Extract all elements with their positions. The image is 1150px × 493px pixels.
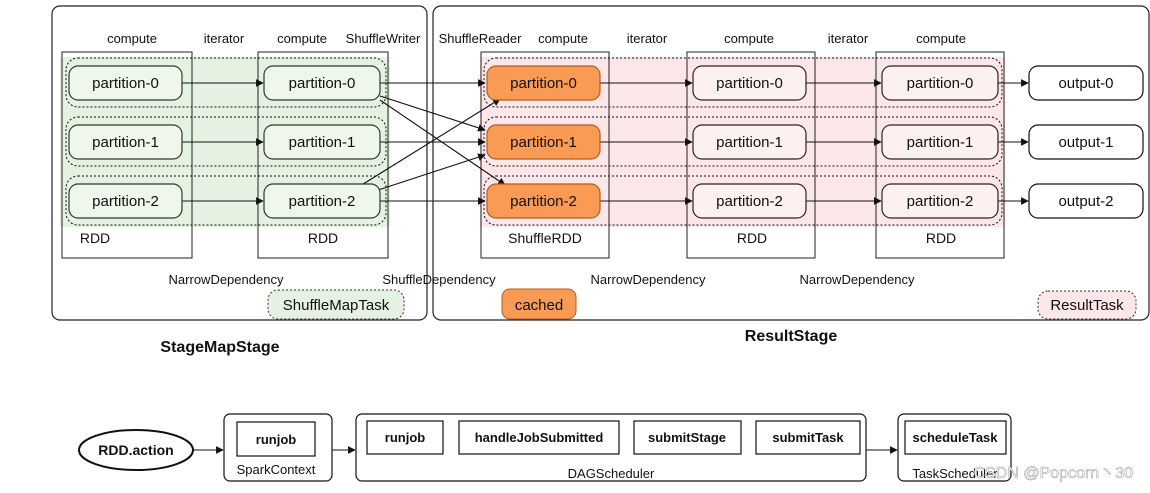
handle-job-submitted-label: handleJobSubmitted: [475, 430, 604, 445]
map-rdd2-partition-0-label: partition-0: [289, 75, 356, 92]
result-rdd3-box: [875, 51, 1005, 259]
result-task-label: ResultTask: [1050, 297, 1124, 314]
task-scheduler-label: TaskScheduler: [912, 466, 998, 481]
submit-stage-label: submitStage: [648, 430, 726, 445]
result-rdd2-partition-0-box: [692, 65, 807, 101]
output-partition-1-box: [1028, 124, 1144, 160]
spark-context-label: SparkContext: [237, 462, 316, 477]
shuffle-rdd-partition-1-label: partition-1: [510, 134, 577, 151]
result-iterator2-label: iterator: [828, 31, 869, 46]
output-partition-0-label: output-0: [1058, 75, 1113, 92]
shuffle-rdd-partition-2-box: [486, 183, 601, 219]
result-task-badge: [1037, 290, 1137, 320]
watermark: CSDN @Popcorn丶30: [974, 465, 1134, 482]
result-rdd2-partition-2-label: partition-2: [716, 193, 783, 210]
shuffle-dependency-label: ShuffleDependency: [382, 272, 496, 287]
result-rdd3-partition-2-box: [881, 183, 999, 219]
submit-task-label: submitTask: [772, 430, 844, 445]
result-rdd2-label: RDD: [737, 230, 767, 246]
map-rdd1-partition-1-box: [68, 124, 183, 160]
result-rdd2-partition-2-box: [692, 183, 807, 219]
result-rdd2-partition-1-label: partition-1: [716, 134, 783, 151]
shuffle-rdd-partition-0-label: partition-0: [510, 75, 577, 92]
submit-stage-box: [633, 420, 742, 455]
output-partition-1-label: output-1: [1058, 134, 1113, 151]
shuffle-reader-label: ShuffleReader: [439, 31, 523, 46]
result-rdd3-partition-0-label: partition-0: [907, 75, 974, 92]
map-narrow-dependency-label: NarrowDependency: [169, 272, 284, 287]
spark-context-runjob-label: runjob: [256, 432, 296, 447]
cached-badge: [501, 288, 577, 320]
map-rdd1-partition-2-box: [68, 183, 183, 219]
result-rdd3-compute-label: compute: [916, 31, 966, 46]
result-rdd3-partition-2-label: partition-2: [907, 193, 974, 210]
shuffle-rdd-compute-label: compute: [538, 31, 588, 46]
map-rdd1-label: RDD: [80, 230, 110, 246]
result-rdd3-partition-1-box: [881, 124, 999, 160]
result-rdd2-compute-label: compute: [724, 31, 774, 46]
map-rdd1-partition-2-label: partition-2: [92, 193, 159, 210]
result-narrow-dependency1-label: NarrowDependency: [591, 272, 706, 287]
result-rdd3-partition-1-label: partition-1: [907, 134, 974, 151]
output-partition-2-box: [1028, 183, 1144, 219]
cached-label: cached: [515, 297, 563, 314]
map-iterator-label: iterator: [204, 31, 245, 46]
map-arrows: [181, 79, 1029, 205]
map-stage-frame: [51, 5, 428, 321]
result-rdd3-partition-0-box: [881, 65, 999, 101]
result-stage-frame: [432, 5, 1150, 321]
schedule-task-label: scheduleTask: [912, 430, 998, 445]
schedule-task-box: [904, 420, 1007, 455]
shuffle-rdd-partition-2-label: partition-2: [510, 193, 577, 210]
result-iterator1-label: iterator: [627, 31, 668, 46]
map-rdd1-box: [61, 51, 193, 259]
shuffle-map-task-badge: [267, 289, 405, 320]
map-row-band-1: [65, 116, 387, 167]
handle-job-submitted-box: [458, 420, 620, 455]
result-rdd2-partition-0-label: partition-0: [716, 75, 783, 92]
spark-context-runjob-box: [236, 421, 316, 457]
output-partition-2-label: output-2: [1058, 193, 1113, 210]
map-rdd1-partition-0-label: partition-0: [92, 75, 159, 92]
shuffle-rdd-partition-1-box: [486, 124, 601, 160]
submit-task-box: [755, 420, 861, 455]
map-stage-title: StageMapStage: [160, 339, 279, 356]
map-rdd2-partition-2-box: [263, 183, 381, 219]
map-row-band-2: [65, 175, 387, 226]
shuffle-map-task-label: ShuffleMapTask: [283, 297, 390, 314]
shuffle-rdd-label: ShuffleRDD: [508, 230, 582, 246]
rdd-action-label: RDD.action: [98, 442, 173, 458]
result-rdd2-box: [686, 51, 816, 259]
map-rdd2-compute-label: compute: [277, 31, 327, 46]
map-rdd2-partition-2-label: partition-2: [289, 193, 356, 210]
map-rdd1-compute-label: compute: [107, 31, 157, 46]
result-narrow-dependency2-label: NarrowDependency: [800, 272, 915, 287]
map-rdd2-partition-1-box: [263, 124, 381, 160]
map-rdd1-partition-1-label: partition-1: [92, 134, 159, 151]
shuffle-writer-label: ShuffleWriter: [346, 31, 421, 46]
map-rdd2-box: [257, 51, 389, 259]
dag-runjob-label: runjob: [385, 430, 425, 445]
result-stage-title: ResultStage: [745, 328, 838, 345]
map-rdd2-partition-1-label: partition-1: [289, 134, 356, 151]
output-partition-0-box: [1028, 65, 1144, 101]
dag-runjob-box: [366, 420, 444, 455]
map-rdd2-partition-0-box: [263, 65, 381, 101]
map-row-band-0: [65, 57, 387, 108]
result-rdd2-partition-1-box: [692, 124, 807, 160]
map-rdd1-partition-0-box: [68, 65, 183, 101]
dag-scheduler-label: DAGScheduler: [568, 466, 655, 481]
result-rdd3-label: RDD: [926, 230, 956, 246]
shuffle-rdd-partition-0-box: [486, 65, 601, 101]
map-rdd2-label: RDD: [308, 230, 338, 246]
